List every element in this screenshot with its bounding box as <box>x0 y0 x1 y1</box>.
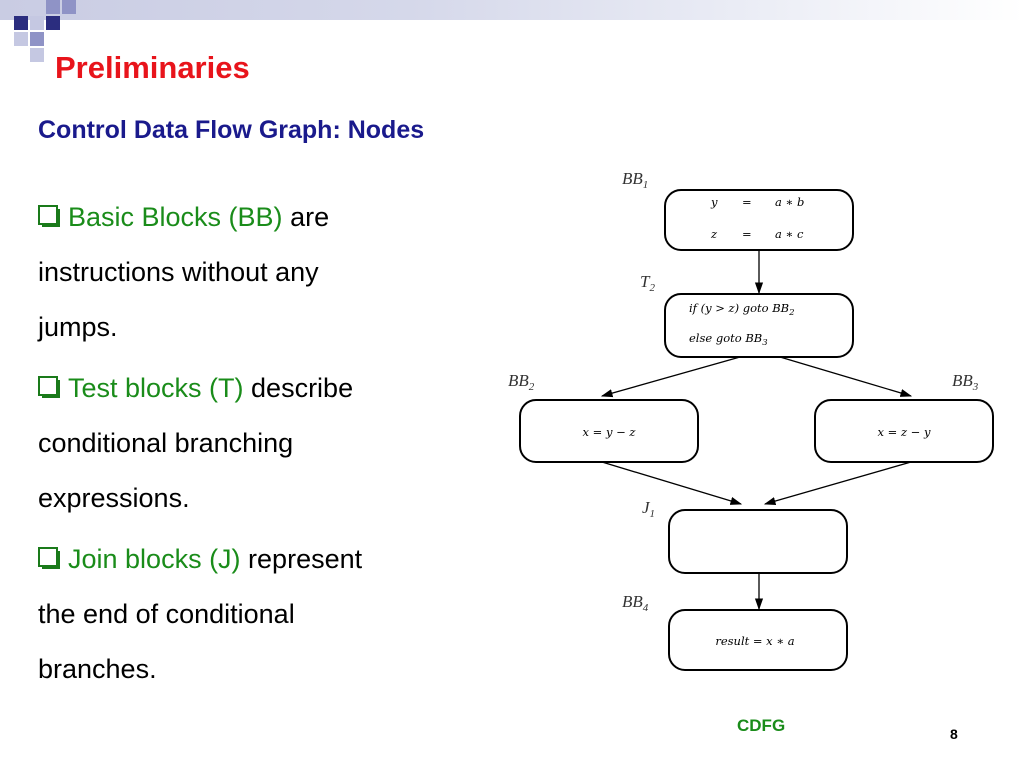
node-label: BB1 <box>622 169 648 191</box>
node-bb4-box <box>668 609 848 671</box>
slide-title: Preliminaries <box>55 50 250 85</box>
logo-square-dark <box>14 16 28 30</box>
bullet-test-blocks: Test blocks (T) describe conditional bra… <box>38 361 468 526</box>
edge-t2-bb2 <box>600 356 741 398</box>
node-bb2: BB2 x = y − z <box>508 371 699 463</box>
cdfg-diagram: BB1 y = a ∗ b z = a ∗ c T2 if (y > z) go… <box>508 169 994 671</box>
checkbox-bullet-icon <box>38 547 58 567</box>
logo-square-mid <box>30 32 44 46</box>
logo-square-dark <box>46 16 60 30</box>
node-code-line: = <box>742 227 752 241</box>
node-bb3: BB3 x = z − y <box>814 371 994 463</box>
node-label: J1 <box>642 498 655 520</box>
node-code-line: z <box>710 227 718 241</box>
bullet-text: are <box>282 202 330 232</box>
bullet-text: represent <box>240 544 363 574</box>
logo-square-mid <box>46 0 60 14</box>
bullet-text: instructions without any <box>38 257 319 287</box>
term-join-blocks: Join blocks (J) <box>68 544 241 574</box>
node-code-line: a ∗ b <box>775 195 804 209</box>
node-code-line: if (y > z) goto BB2 <box>689 301 795 318</box>
footer-label: CDFG <box>737 716 786 735</box>
bullet-text: expressions. <box>38 483 190 513</box>
edge-bb2-j1 <box>601 461 743 505</box>
node-t2: T2 if (y > z) goto BB2 else goto BB3 <box>640 272 854 358</box>
node-label: BB3 <box>952 371 979 393</box>
bullet-text: conditional branching <box>38 428 294 458</box>
slide-number: 8 <box>950 726 958 742</box>
bullet-text: branches. <box>38 654 157 684</box>
node-label: T2 <box>640 272 655 294</box>
node-bb2-box <box>519 399 699 463</box>
node-label: BB4 <box>622 592 649 614</box>
logo-square-mid <box>62 0 76 14</box>
logo-square-light <box>30 48 44 62</box>
node-code-line: y <box>710 195 718 209</box>
node-bb1-box <box>664 189 854 251</box>
node-bb3-box <box>814 399 994 463</box>
node-code-line: = <box>742 195 752 209</box>
edge-t2-bb3 <box>779 356 913 397</box>
logo-square-light <box>14 32 28 46</box>
bullet-basic-blocks: Basic Blocks (BB) are instructions witho… <box>38 190 468 355</box>
slide-subtitle: Control Data Flow Graph: Nodes <box>38 116 425 144</box>
bullet-join-blocks: Join blocks (J) represent the end of con… <box>38 532 468 697</box>
node-code-line: x = y − z <box>583 425 637 439</box>
node-code-line: x = z − y <box>878 425 931 439</box>
node-code-line: else goto BB3 <box>689 331 768 348</box>
logo-square-light <box>30 16 44 30</box>
bullet-list: Basic Blocks (BB) are instructions witho… <box>38 190 468 703</box>
node-label: BB2 <box>508 371 535 393</box>
node-j1-box <box>668 509 848 574</box>
node-code-line: a ∗ c <box>775 227 804 241</box>
term-test-blocks: Test blocks (T) <box>68 373 244 403</box>
node-bb4: BB4 result = x ∗ a <box>622 592 848 671</box>
node-t2-box <box>664 293 854 358</box>
node-code-line: result = x ∗ a <box>715 634 794 648</box>
checkbox-bullet-icon <box>38 205 58 225</box>
term-basic-blocks: Basic Blocks (BB) <box>68 202 283 232</box>
bullet-text: describe <box>243 373 354 403</box>
header-band <box>0 0 1024 20</box>
edge-bb3-j1 <box>763 461 912 506</box>
node-bb1: BB1 y = a ∗ b z = a ∗ c <box>622 169 854 251</box>
node-j1: J1 <box>642 498 848 574</box>
bullet-text: jumps. <box>38 312 118 342</box>
bullet-text: the end of conditional <box>38 599 295 629</box>
checkbox-bullet-icon <box>38 376 58 396</box>
